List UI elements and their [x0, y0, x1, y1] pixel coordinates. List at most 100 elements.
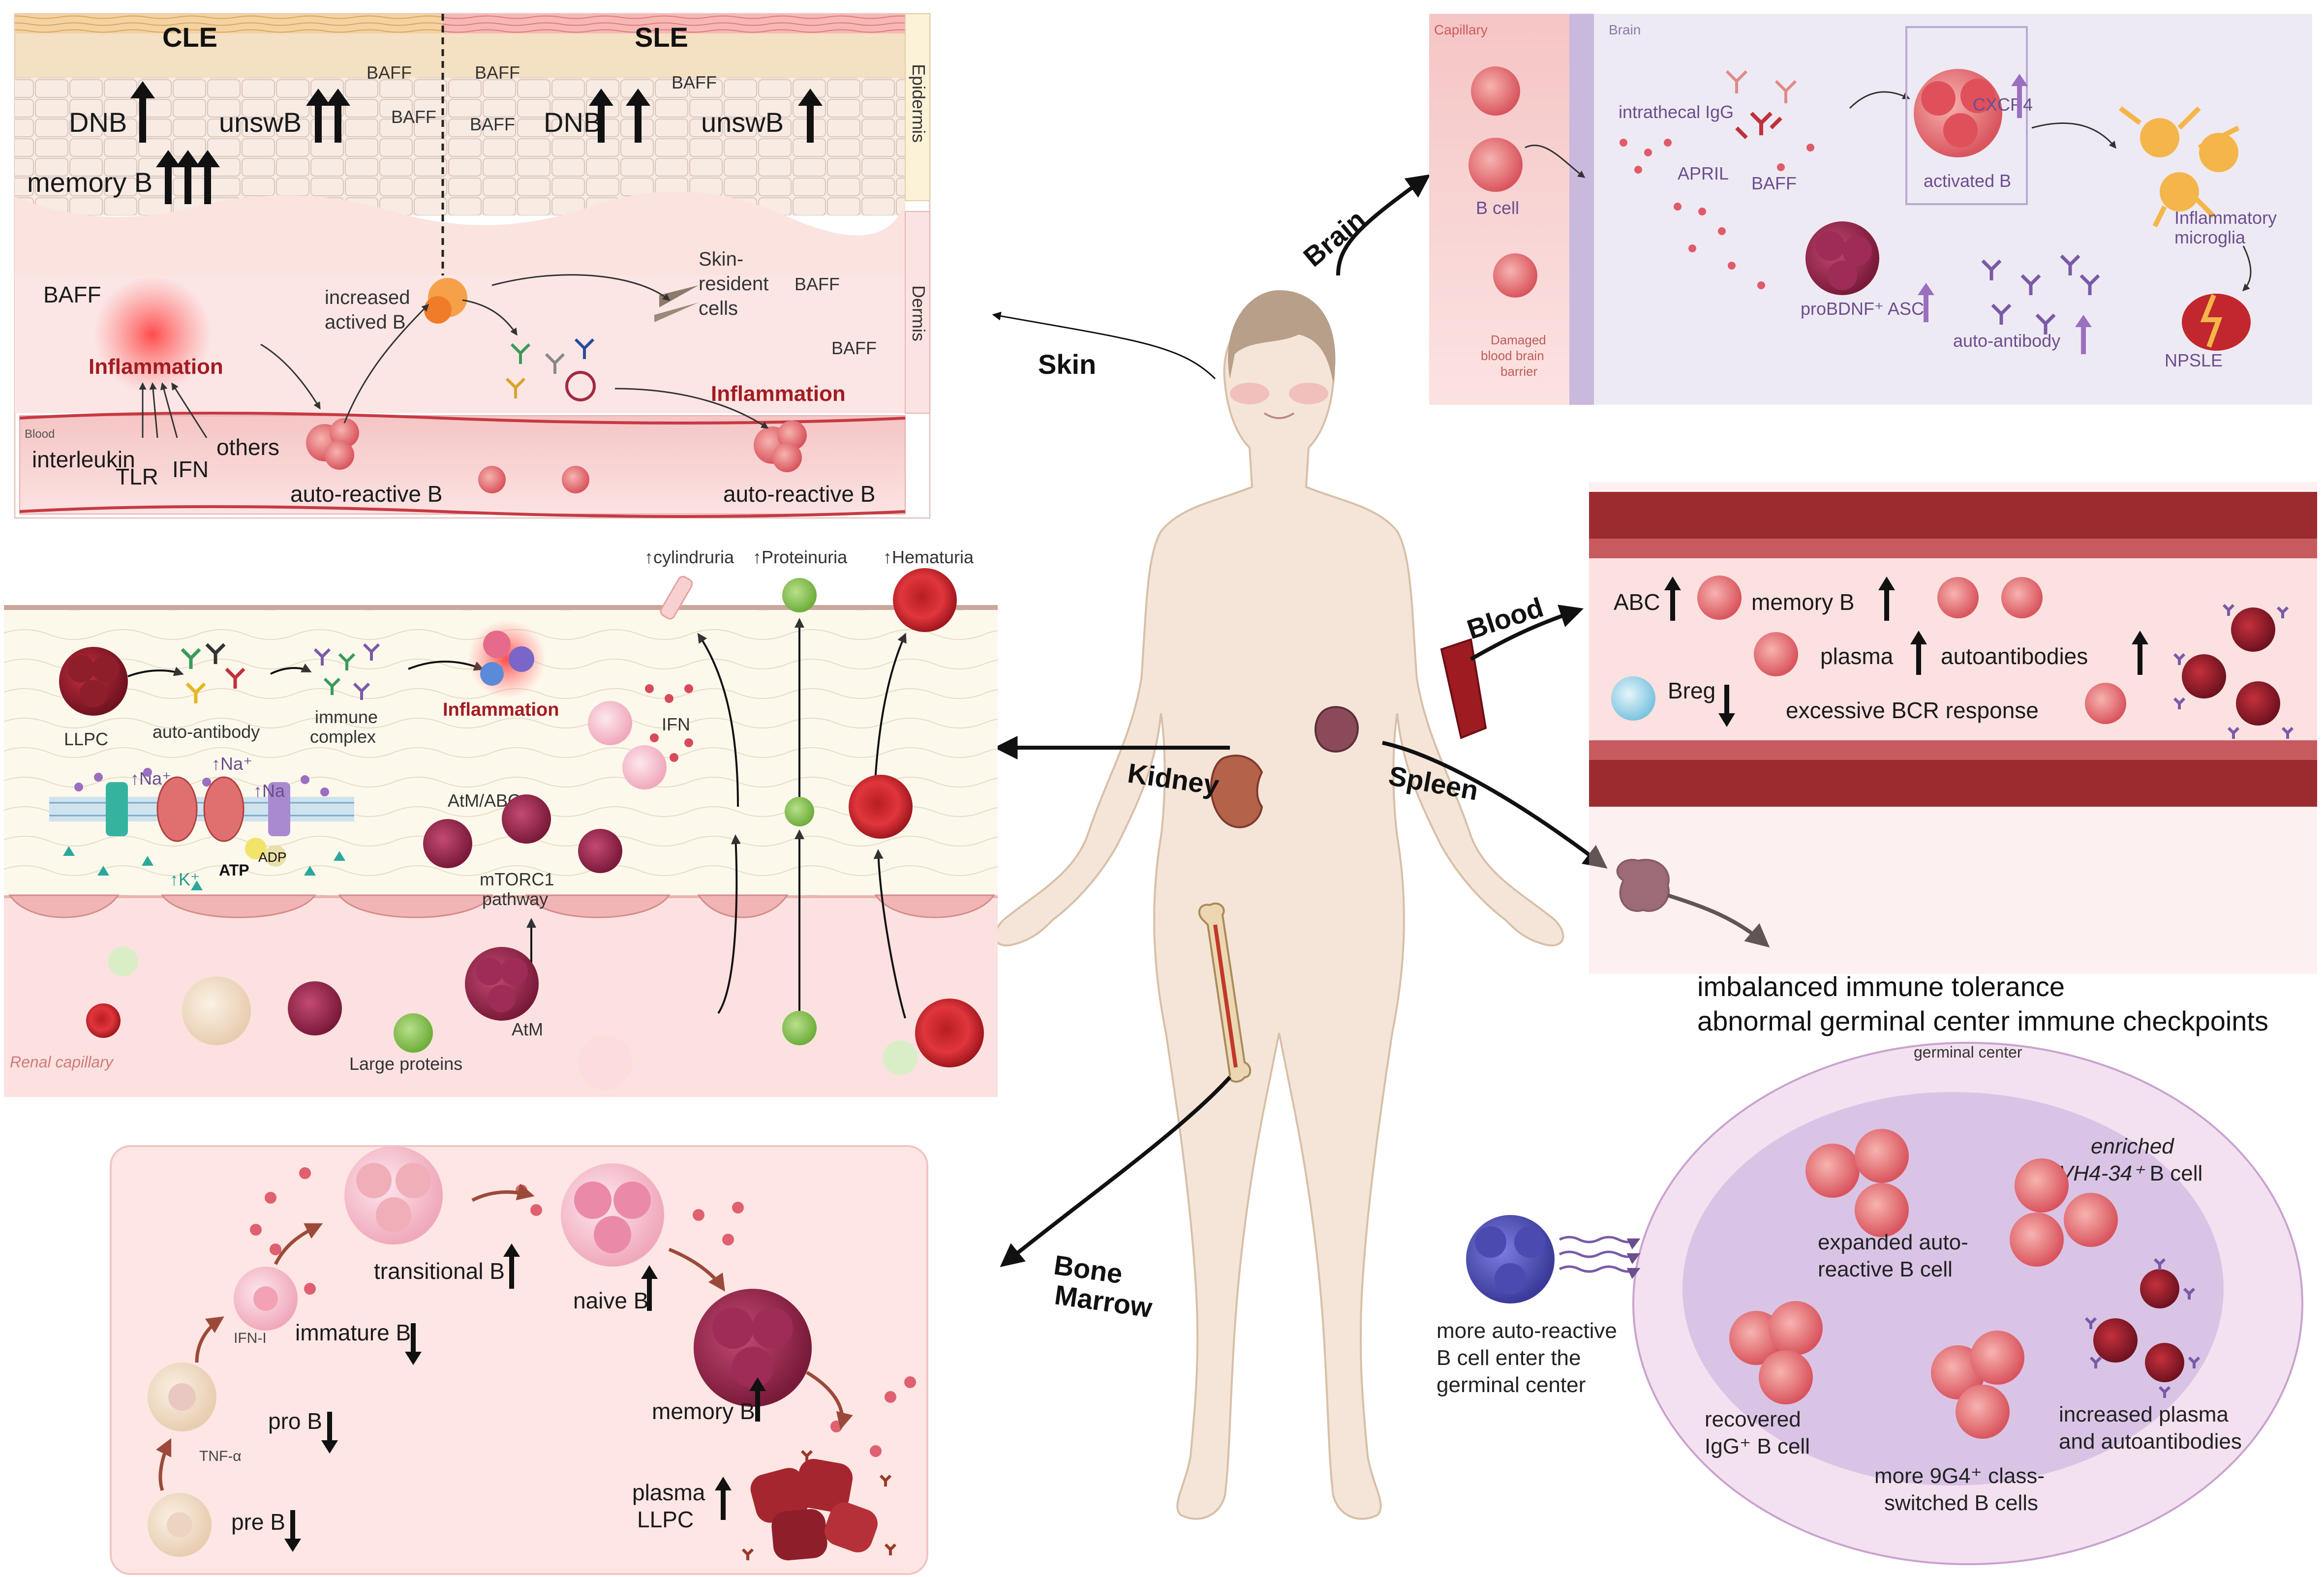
expanded-autoreactive-cells [1805, 1129, 1909, 1237]
bone-organ-icon [1198, 902, 1252, 1083]
class-switched-label: more 9G4⁺ class- switched B cells [1874, 1464, 2050, 1515]
cast-icon [660, 576, 693, 620]
protein-icon [782, 578, 817, 612]
b-cell [1468, 138, 1523, 192]
immune-complex-icon [313, 643, 380, 700]
rbc-icon [893, 568, 957, 632]
memory-b-label: memory B [1751, 589, 1855, 615]
pre-b-label: pre B [231, 1509, 285, 1535]
auto-reactive-b-label: auto-reactive B [290, 481, 442, 507]
cxcr4-label: CXCR4 [1973, 94, 2033, 115]
enriched-label: enriched [2091, 1134, 2174, 1158]
pale-cell [578, 1035, 632, 1090]
na-label: ↑Na [253, 781, 285, 801]
auto-reactive-b-label: auto-reactive B [723, 481, 875, 507]
abc-cell [1697, 576, 1742, 620]
memory-label: memory B [652, 1398, 755, 1424]
baff-label: BAFF [367, 62, 412, 83]
human-figure [994, 290, 1564, 1520]
adp-label: ADP [258, 849, 287, 865]
auto-reactive-b-cell [754, 421, 807, 472]
magenta-cell [288, 981, 342, 1035]
excessive-bcr-label: excessive BCR response [1786, 698, 2039, 723]
skin-resident-label: Skin- resident cells [699, 248, 774, 319]
renal-capillary-label: Renal capillary [10, 1053, 114, 1071]
rbc-icon [849, 775, 913, 839]
baff-label: BAFF [672, 72, 717, 92]
unswb-label: unswB [701, 107, 784, 138]
blue-b-cell-cluster [1466, 1215, 1555, 1304]
llpc-label: LLPC [64, 729, 108, 749]
damaged-bbb-label: Damaged blood brain barrier [1481, 333, 1550, 379]
class-switched-cells [1931, 1331, 2024, 1439]
antibody-icons [505, 338, 596, 401]
baff-label: BAFF [831, 338, 877, 358]
dnb-label: DNB [69, 107, 127, 138]
auto-antibody-icons [181, 643, 245, 703]
recovered-igg-cells [1729, 1301, 1823, 1404]
baff-label: BAFF [470, 114, 515, 134]
large-proteins-label: Large proteins [349, 1054, 462, 1074]
auto-antibody-icons [1981, 254, 2100, 334]
epidermis-label: Epidermis [909, 64, 929, 143]
tnf-label: TNF-α [199, 1448, 242, 1464]
memory-b-label: memory B [27, 167, 153, 198]
auto-reactive-b-cell [306, 418, 359, 470]
transitional-b-cell [344, 1146, 443, 1244]
ifn-label: IFN [662, 714, 690, 734]
dermis-label: Dermis [909, 285, 929, 341]
bone-marrow-organ-label: Bone Marrow [1048, 1249, 1159, 1323]
unswb-label: unswB [219, 107, 302, 138]
inflammatory-microglia-label: Inflammatory microglia [2174, 208, 2282, 247]
more-enter-label: more auto-reactive B cell enter the germ… [1437, 1319, 1623, 1397]
brain-organ-label: Brain [1297, 204, 1371, 273]
pro-b-label: pro B [268, 1408, 322, 1434]
b-cell [562, 466, 589, 493]
green-protein [108, 947, 138, 976]
autoantibodies-label: autoantibodies [1941, 643, 2088, 669]
naive-label: naive B [573, 1288, 648, 1313]
mtorc1-label: mTORC1 pathway [480, 869, 559, 909]
tlr-label: TLR [116, 464, 158, 489]
vh434-cells [2010, 1158, 2118, 1267]
vh434-label: VH4-34⁺ B cell [2059, 1161, 2202, 1185]
increased-plasma-label: increased plasma and autoantibodies [2059, 1402, 2242, 1454]
b-cell [2085, 683, 2126, 724]
brain-panel: Capillary Brain B cell Damaged blood bra… [1429, 14, 2312, 405]
immature-b-cell [234, 1267, 298, 1331]
spleen-organ-icon [1315, 706, 1359, 753]
immune-cells-cluster [480, 631, 534, 686]
atm-label: AtM [512, 1019, 543, 1039]
ifn-label: IFN [172, 456, 209, 482]
skin-organ-label: Skin [1038, 349, 1096, 380]
npsle-brain-icon [2182, 294, 2251, 351]
b-cell [2001, 577, 2043, 618]
atm-cell [465, 947, 539, 1021]
activated-b-label: activated B [1924, 171, 2011, 191]
b-cell [478, 466, 506, 493]
skin-inflammation-label: Inflammation [89, 355, 223, 379]
b-cell [1937, 577, 1979, 618]
pre-b-cell [148, 1493, 212, 1557]
expanded-label: expanded auto- reactive B cell [1818, 1230, 1974, 1281]
auto-antibody-label: auto-antibody [1953, 331, 2060, 351]
skin-sle-label: SLE [635, 22, 688, 53]
ifn-i-label: IFN-I [234, 1330, 267, 1346]
blood-label: Blood [25, 427, 55, 441]
atp-label: ATP [219, 861, 249, 879]
pink-cell-cluster [588, 701, 667, 789]
transitional-label: transitional B [374, 1258, 505, 1284]
rbc-icon [915, 999, 984, 1067]
bone-marrow-panel: transitional B naive B immature B IFN-I … [110, 1145, 928, 1575]
probdnf-asc-label: proBDNF⁺ ASC [1801, 299, 1924, 319]
april-label: APRIL [1678, 163, 1729, 183]
baff-label: BAFF [475, 62, 520, 83]
pro-b-cell [148, 1363, 216, 1431]
memory-b-cell [694, 1289, 812, 1407]
green-protein [883, 1040, 917, 1075]
npsle-label: NPSLE [2165, 350, 2223, 370]
skin-panel: Epidermis Dermis CLE SLE BAFF BAFF BAFF … [14, 13, 931, 519]
plasma-antibody-cells [2084, 1258, 2201, 1398]
increase-arrows [130, 81, 823, 204]
brain-label: Brain [1609, 22, 1641, 37]
